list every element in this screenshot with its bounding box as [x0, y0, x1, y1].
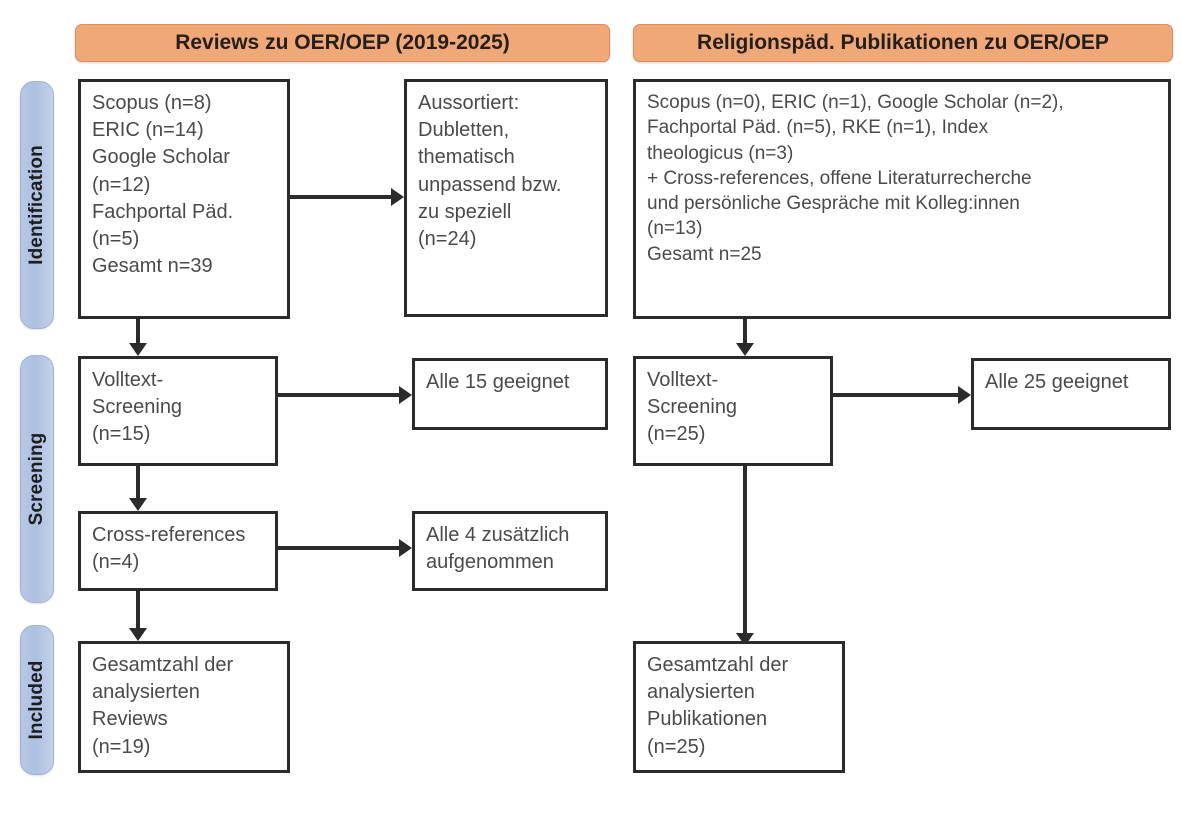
box-right-identification-text: Scopus (n=0), ERIC (n=1), Google Scholar…	[647, 92, 1064, 265]
box-left-crossrefs-text: Cross-references (n=4)	[92, 524, 246, 574]
arrowhead-left-screening-to-crossrefs	[129, 498, 147, 511]
connector-right-identification-to-screening	[743, 319, 747, 351]
box-left-crossrefs-result-text: Alle 4 zusätzlich aufgenommen	[426, 524, 570, 574]
box-left-excluded-text: Aussortiert: Dubletten, thematisch unpas…	[418, 92, 562, 250]
stage-bar-screening: Screening	[20, 355, 54, 603]
arrowhead-right-identification-to-screening	[736, 343, 754, 356]
connector-left-screening-to-result	[278, 393, 402, 397]
box-right-included: Gesamtzahl der analysierten Publikatione…	[633, 641, 845, 773]
stage-label-screening: Screening	[26, 432, 47, 526]
box-right-screening-result-text: Alle 25 geeignet	[985, 371, 1129, 393]
column-header-religionspaed-label: Religionspäd. Publikationen zu OER/OEP	[697, 31, 1109, 54]
column-header-religionspaed: Religionspäd. Publikationen zu OER/OEP	[633, 24, 1173, 62]
column-header-reviews-label: Reviews zu OER/OEP (2019-2025)	[175, 31, 510, 54]
box-right-included-text: Gesamtzahl der analysierten Publikatione…	[647, 654, 789, 758]
box-right-screening-text: Volltext- Screening (n=25)	[647, 369, 738, 446]
stage-bar-identification: Identification	[20, 81, 54, 329]
box-left-screening-result-text: Alle 15 geeignet	[426, 371, 570, 393]
box-left-included: Gesamtzahl der analysierten Reviews (n=1…	[78, 641, 290, 773]
connector-left-identification-to-screening	[136, 319, 140, 351]
column-header-reviews: Reviews zu OER/OEP (2019-2025)	[75, 24, 610, 62]
connector-right-screening-to-included	[743, 466, 747, 644]
box-left-screening-text: Volltext- Screening (n=15)	[92, 369, 183, 446]
box-left-crossrefs: Cross-references (n=4)	[78, 511, 278, 591]
arrowhead-right-screening-to-result	[958, 386, 971, 404]
stage-label-identification: Identification	[26, 145, 47, 265]
arrowhead-left-crossrefs-to-result	[399, 539, 412, 557]
box-left-screening-result: Alle 15 geeignet	[412, 358, 608, 430]
connector-right-screening-to-result	[833, 393, 961, 397]
arrowhead-left-crossrefs-to-included	[129, 628, 147, 641]
connector-left-screening-to-crossrefs	[136, 466, 140, 506]
box-right-screening: Volltext- Screening (n=25)	[633, 356, 833, 466]
arrowhead-left-screening-to-result	[399, 386, 412, 404]
stage-bar-included: Included	[20, 625, 54, 775]
arrowhead-left-identification-to-excluded	[391, 188, 404, 206]
connector-left-identification-to-excluded	[290, 195, 394, 199]
box-left-included-text: Gesamtzahl der analysierten Reviews (n=1…	[92, 654, 234, 758]
box-left-identification: Scopus (n=8) ERIC (n=14) Google Scholar …	[78, 79, 290, 319]
box-right-screening-result: Alle 25 geeignet	[971, 358, 1171, 430]
connector-left-crossrefs-to-result	[278, 546, 402, 550]
arrowhead-left-identification-to-screening	[129, 343, 147, 356]
box-left-crossrefs-result: Alle 4 zusätzlich aufgenommen	[412, 511, 608, 591]
box-left-excluded: Aussortiert: Dubletten, thematisch unpas…	[404, 79, 608, 317]
box-left-identification-text: Scopus (n=8) ERIC (n=14) Google Scholar …	[92, 92, 234, 278]
connector-left-crossrefs-to-included	[136, 591, 140, 635]
box-right-identification: Scopus (n=0), ERIC (n=1), Google Scholar…	[633, 79, 1171, 319]
box-left-screening: Volltext- Screening (n=15)	[78, 356, 278, 466]
stage-label-included: Included	[26, 660, 47, 740]
